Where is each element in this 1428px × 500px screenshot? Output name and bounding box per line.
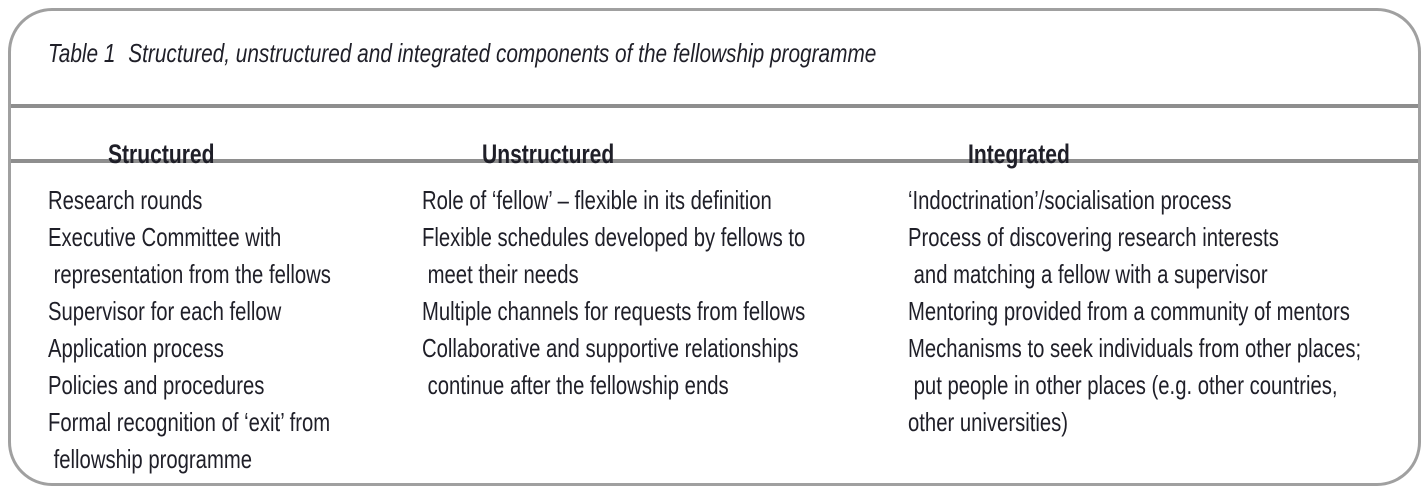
cell-line: fellowship programme	[48, 444, 253, 474]
table-caption: Table 1 Structured, unstructured and int…	[11, 11, 1418, 104]
table-card: Table 1 Structured, unstructured and int…	[8, 8, 1421, 486]
cell-line: put people in other places (e.g. other c…	[908, 370, 1338, 400]
cell-line: Role of ‘fellow’ – flexible in its defin…	[422, 185, 772, 215]
table-header-row: Structured Unstructured Integrated	[11, 104, 1418, 169]
column-header-structured: Structured	[48, 108, 422, 201]
cell-line: continue after the fellowship ends	[422, 370, 729, 400]
table-caption-text: Table 1 Structured, unstructured and int…	[48, 38, 876, 69]
cell-line: representation from the fellows	[48, 259, 331, 289]
cell-line: Supervisor for each fellow	[48, 296, 282, 326]
cell-line: Collaborative and supportive relationshi…	[422, 333, 799, 363]
table-title: Structured, unstructured and integrated …	[128, 38, 877, 68]
column-header-unstructured-label: Unstructured	[482, 139, 615, 169]
table-number: Table 1	[48, 38, 116, 68]
cell-line: Research rounds	[48, 185, 203, 215]
cell-line: ‘Indoctrination’/socialisation process	[908, 185, 1232, 215]
cell-line: Application process	[48, 333, 224, 363]
cell-line: and matching a fellow with a supervisor	[908, 259, 1268, 289]
cell-line: Mechanisms to seek individuals from othe…	[908, 333, 1362, 363]
column-header-integrated-label: Integrated	[968, 139, 1070, 169]
cell-line: other universities)	[908, 407, 1069, 437]
cell-line: Mentoring provided from a community of m…	[908, 296, 1350, 326]
cell-line: Formal recognition of ‘exit’ from	[48, 407, 331, 437]
cell-line: Process of discovering research interest…	[908, 222, 1279, 252]
cell-line: Flexible schedules developed by fellows …	[422, 222, 806, 252]
cell-line: Multiple channels for requests from fell…	[422, 296, 806, 326]
column-header-integrated: Integrated	[908, 108, 1418, 201]
cell-line: Policies and procedures	[48, 370, 265, 400]
cell-line: Executive Committee with	[48, 222, 282, 252]
column-unstructured-lines: Role of ‘fellow’ – flexible in its defin…	[422, 182, 806, 404]
column-unstructured: Role of ‘fellow’ – flexible in its defin…	[422, 182, 908, 478]
column-header-unstructured: Unstructured	[422, 108, 908, 201]
cell-line: meet their needs	[422, 259, 579, 289]
column-header-structured-label: Structured	[108, 139, 215, 169]
